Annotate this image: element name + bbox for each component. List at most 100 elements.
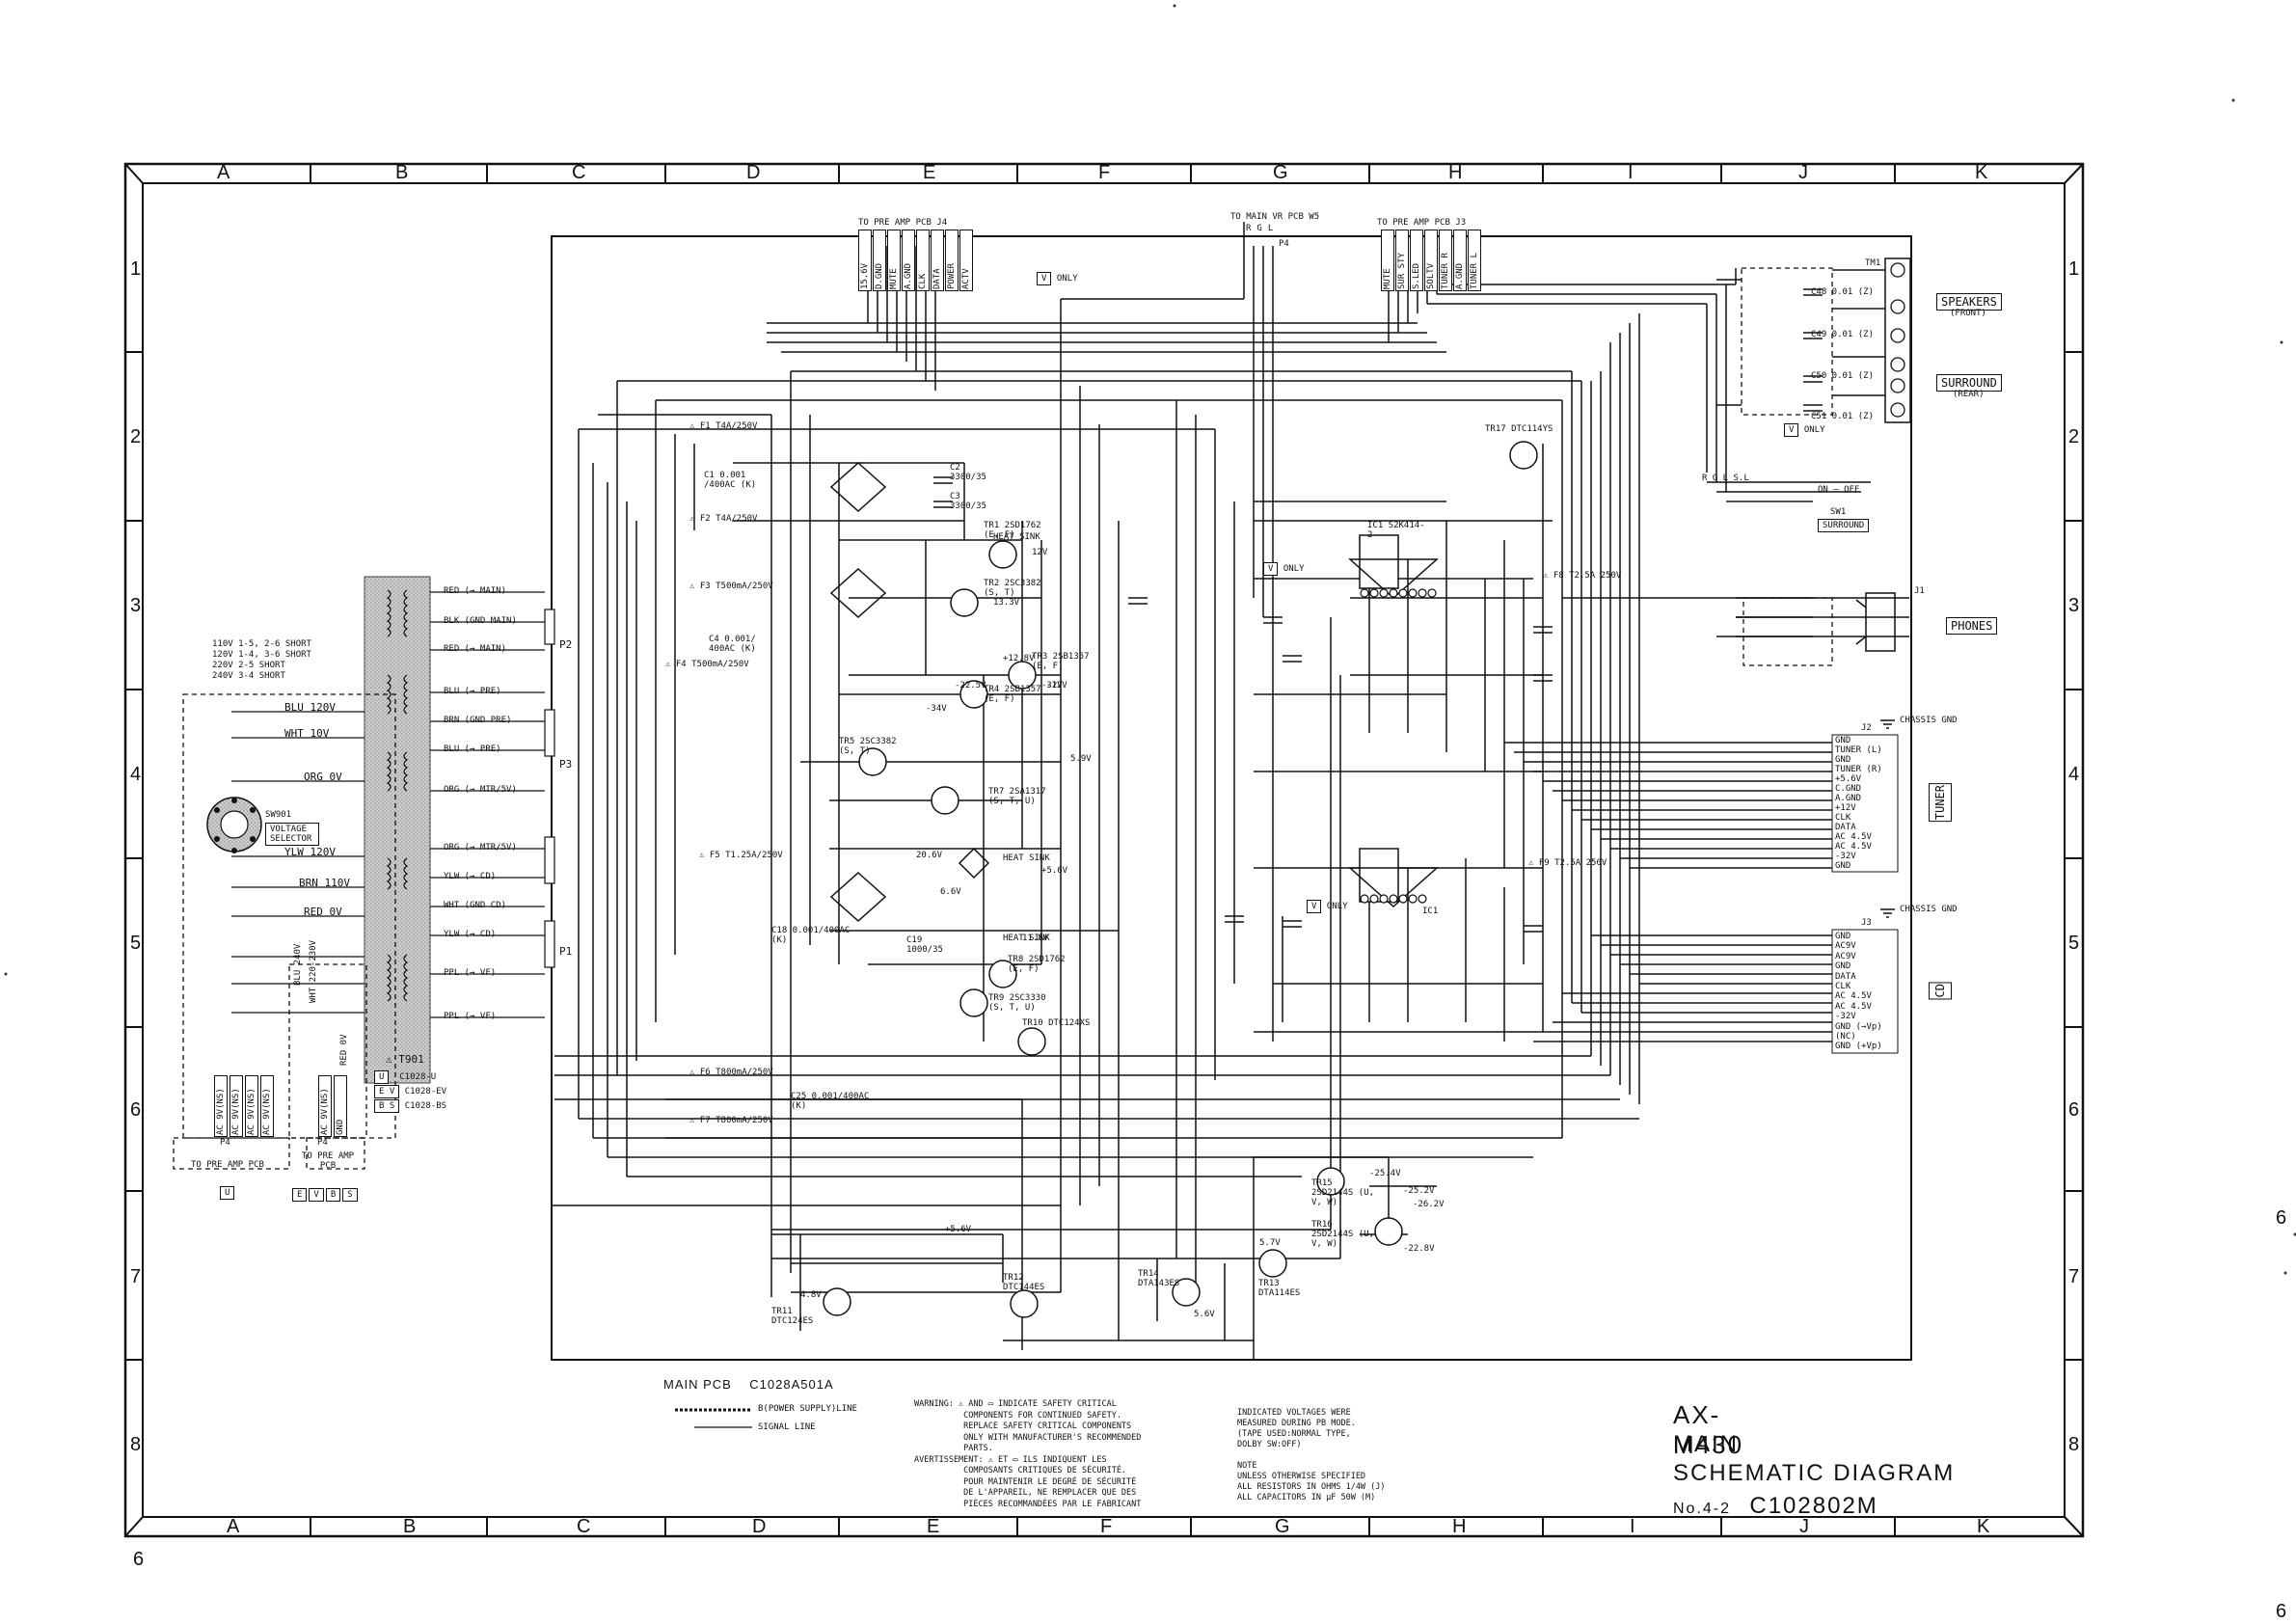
grid-row-8-right: 8 — [2068, 1434, 2080, 1455]
fuse-ref: F4 — [675, 660, 687, 669]
fuse-f5: ⚠ F5 T1.25A/250V — [699, 851, 783, 860]
surround-switch-label: SURROUND — [1818, 519, 1870, 532]
p4-right-pins: AC 9V(NS) GND — [318, 1075, 347, 1137]
heat-sink-tr8: HEAT SINK — [1003, 934, 1050, 943]
grid-row-8-left: 8 — [130, 1434, 142, 1455]
transistor-tr13: TR13 DTA114ES — [1258, 1279, 1301, 1298]
v-badge: V — [1784, 423, 1799, 437]
fuse-ref: F5 — [709, 851, 720, 860]
variant-badge: U — [220, 1186, 235, 1200]
transistor-tr4: TR4 2SB1357 (E, F) — [984, 685, 1041, 704]
outer-frame — [123, 162, 2085, 1538]
transistor-tr15: TR15 2SD2144S (U, V, W) — [1311, 1178, 1375, 1207]
grid-col-f-top: F — [1098, 162, 1111, 183]
p4-left-pins: AC 9V(NS) AC 9V(NS) AC 9V(NS) AC 9V(NS) — [214, 1075, 274, 1137]
variant-badge: V — [309, 1188, 324, 1202]
title-main: MAIN — [1673, 1431, 1739, 1457]
grid-row-5-right: 5 — [2068, 933, 2080, 954]
variant-evbs: E V B S — [292, 1188, 358, 1202]
model-ev: E V C1028-EV — [374, 1085, 446, 1098]
grid-col-k-bottom: K — [1977, 1516, 1990, 1537]
model-code: C1028-BS — [404, 1101, 447, 1111]
fuse-ref: F7 — [699, 1116, 711, 1125]
voltage-label: +5.6V — [945, 1225, 972, 1234]
grid-col-i-bottom: I — [1630, 1516, 1635, 1537]
j4-pin: A.GND — [902, 230, 915, 291]
pcb-number: C1028A501A — [749, 1377, 834, 1392]
tap-label: ORG (→ MTR/5V) — [444, 843, 517, 853]
legend-pcb: MAIN PCB C1028A501A — [663, 1377, 834, 1392]
wiring — [552, 222, 1911, 1361]
j4-pin: MUTE — [887, 230, 901, 291]
grid-col-a-bottom: A — [227, 1516, 240, 1537]
fuse-value: T800mA/250V — [716, 1068, 773, 1077]
transformer-core — [364, 576, 431, 1084]
cap-c19: C19 1000/35 — [906, 935, 943, 955]
voltage-label: -12V — [1046, 681, 1067, 690]
grid-col-e-top: E — [923, 162, 936, 183]
fuse-f6: ⚠ F6 T800mA/250V — [689, 1068, 773, 1077]
tm1-label: TM1 — [1865, 258, 1881, 268]
v-only-text: ONLY — [1056, 274, 1078, 284]
fuse-ref: F3 — [699, 582, 711, 591]
voltage-label: 20.6V — [916, 851, 943, 860]
tap-label: BLU (→ PRE) — [444, 744, 501, 754]
tap-label: RED (→ MAIN) — [444, 586, 507, 596]
p4-pin: AC 9V(NS) — [245, 1075, 258, 1137]
v-only-text: ONLY — [1326, 902, 1348, 911]
voltage-label: -22.8V — [1403, 1244, 1435, 1254]
tap-label: BLK (GND MAIN) — [444, 616, 517, 626]
voltage-label: +12.8V — [1003, 654, 1035, 663]
grid-col-h-top: H — [1448, 162, 1463, 183]
variant-badge: B — [325, 1188, 341, 1202]
speakers-label: SPEAKERS — [1936, 293, 2002, 311]
j3-cd-label: J3 — [1861, 918, 1872, 928]
transistor-tr14: TR14 DTA143ES — [1138, 1269, 1180, 1288]
tuner-pin-table — [1831, 734, 1899, 873]
chassis-gnd-1: CHASSIS GND — [1900, 716, 1958, 725]
tap-label: ORG (→ MTR/5V) — [444, 785, 517, 795]
primary-tap: WHT 10V — [284, 727, 330, 740]
voltage-label: 12V — [1032, 548, 1048, 557]
voltage-notes: INDICATED VOLTAGES WERE MEASURED DURING … — [1237, 1408, 1386, 1502]
transistor-tr8: TR8 2SD1762 (E, F) — [1008, 955, 1066, 974]
cap-c49: C49 0.01 (Z) — [1811, 330, 1875, 339]
transistor-tr5: TR5 2SC3382 (S, T) — [839, 737, 897, 756]
v-only-lower: V ONLY — [1307, 900, 1348, 913]
ic-blocks — [1348, 534, 1439, 908]
voltage-label: 6.6V — [940, 887, 961, 897]
primary-tap: RED 0V — [304, 906, 342, 918]
j3-pin: TUNER L — [1468, 230, 1481, 291]
heat-sink-lower: HEAT SINK — [1003, 853, 1050, 863]
heat-sink-upper: HEAT SINK — [993, 532, 1040, 542]
j4-pin: POWER — [945, 230, 959, 291]
primary-tap: BLU 120V — [284, 701, 336, 714]
tap-label: YLW (→ CD) — [444, 872, 497, 881]
model-tag: E V — [374, 1085, 400, 1098]
legend-signal-line: SIGNAL LINE — [758, 1422, 816, 1432]
tap-label: BRN (GND PRE) — [444, 716, 512, 725]
grid-col-g-bottom: G — [1275, 1516, 1290, 1537]
grid-col-e-bottom: E — [927, 1516, 940, 1537]
cap-c50: C50 0.01 (Z) — [1811, 371, 1875, 381]
pcb-label: MAIN PCB — [663, 1377, 732, 1392]
v-badge: V — [1037, 272, 1052, 285]
on-off-label: ON — OFF — [1818, 485, 1860, 495]
p4-right-label: P4 — [317, 1138, 328, 1148]
voltage-selector-box: VOLTAGE SELECTOR — [265, 823, 319, 846]
grid-row-7-left: 7 — [130, 1266, 142, 1287]
fuse-ref: F1 — [699, 421, 711, 431]
cd-pin: -32V — [1835, 1012, 1856, 1022]
grid-col-j-top: J — [1798, 162, 1808, 183]
tuner-pin: TUNER (R) — [1835, 765, 1882, 774]
cd-pin: AC 4.5V — [1835, 991, 1872, 1002]
tuner-pin: GND — [1835, 755, 1851, 765]
j4-pin: DATA — [931, 230, 944, 291]
voltage-short-table: 110V 1-5, 2-6 SHORT 120V 1-4, 3-6 SHORT … — [212, 639, 311, 682]
j3-pin: A.GND — [1453, 230, 1467, 291]
tuner-pin: CLK — [1835, 813, 1851, 823]
grid-col-d-bottom: D — [752, 1516, 767, 1537]
grid-col-c-top: C — [572, 162, 586, 183]
